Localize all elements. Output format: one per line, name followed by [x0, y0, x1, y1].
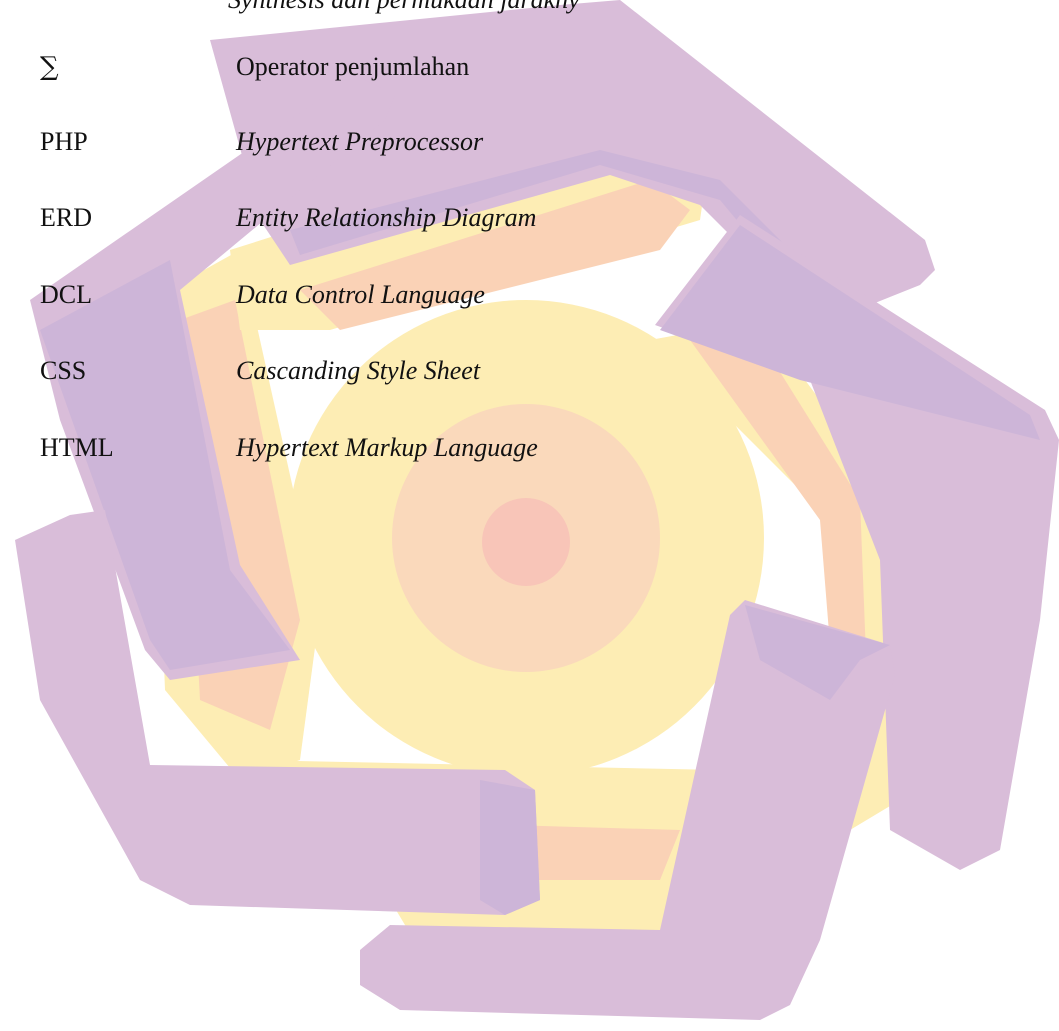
abbreviation: HTML: [40, 433, 114, 462]
watermark-rim-top-peach: [300, 180, 690, 330]
watermark-arm-upper-left-shade: [40, 260, 290, 670]
watermark-arm-top-shade: [290, 150, 830, 320]
definition: Hypertext Markup Language: [236, 433, 538, 462]
definition: Data Control Language: [236, 280, 485, 309]
watermark-arm-bottom-shade: [745, 605, 890, 700]
abbreviation: PHP: [40, 127, 88, 156]
watermark-arm-bottom: [360, 600, 895, 1020]
definition: Cascanding Style Sheet: [236, 356, 481, 385]
watermark-arm-lower-left: [15, 510, 540, 915]
definition: Operator penjumlahan: [236, 52, 470, 81]
definition: Hypertext Preprocessor: [236, 127, 484, 156]
watermark-arm-lower-left-shade: [480, 780, 540, 915]
watermark-circle-inner: [482, 498, 570, 586]
watermark-arm-right-shade: [660, 225, 1040, 440]
abbreviation: ∑: [40, 52, 59, 82]
abbreviation: ERD: [40, 203, 92, 232]
watermark-rim-right-peach: [690, 340, 870, 770]
abbreviation: DCL: [40, 280, 92, 309]
definition: Entity Relationship Diagram: [236, 203, 537, 232]
abbreviation: CSS: [40, 356, 87, 385]
cut-off-top-line: Synthesis dan permukaan jarakny: [228, 0, 580, 14]
